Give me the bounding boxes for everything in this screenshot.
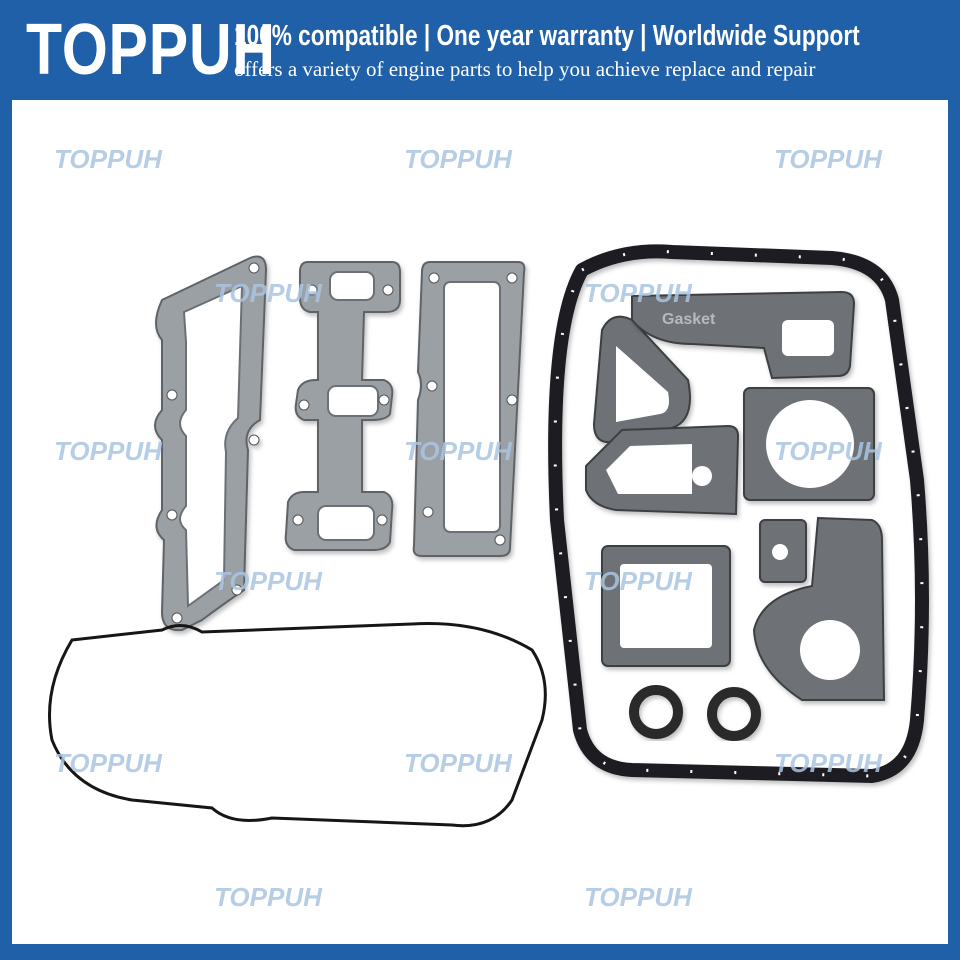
manifold-gasket [284,261,401,551]
fiber-gasket-small-plate [759,519,807,583]
fiber-gasket-square [601,545,731,667]
watermark-text: TOPPUH [404,436,513,466]
fiber-gasket-round-port [743,387,875,501]
brand-logo-text: TOPPUH [26,10,276,90]
watermark-text: TOPPUH [214,566,323,596]
watermark-text: TOPPUH [584,882,693,912]
fiber-gasket-pentagon [585,424,740,516]
watermark-text: TOPPUH [404,144,513,174]
oil-pan-gasket [548,244,929,783]
watermark-text: TOPPUH [584,278,693,308]
watermark-text: TOPPUH [214,278,323,308]
fiber-gasket-triangle [592,315,691,444]
watermark-text: TOPPUH [774,748,883,778]
gasket-label: Gasket [662,311,716,328]
watermark-grid: TOPPUH TOPPUH TOPPUH TOPPUH TOPPUH TOPPU… [54,144,883,912]
fiber-gasket-top: Gasket [631,290,856,380]
watermark-text: TOPPUH [54,748,163,778]
product-photo: Gasket TOPPUH T [48,144,929,912]
watermark-text: TOPPUH [214,882,323,912]
watermark-text: TOPPUH [404,748,513,778]
brand-banner: TOPPUH 100% compatible | One year warran… [12,0,960,100]
fiber-gasket-water-pump [752,516,886,701]
watermark-text: TOPPUH [584,566,693,596]
banner-tagline: 100% compatible | One year warranty | Wo… [234,20,860,52]
watermark-text: TOPPUH [54,436,163,466]
intake-gasket [412,261,526,557]
watermark-text: TOPPUH [774,436,883,466]
rubber-valve-cover-seal [48,622,547,828]
watermark-text: TOPPUH [774,144,883,174]
watermark-text: TOPPUH [54,144,163,174]
fiber-seal-rings [629,685,761,741]
banner-subtitle: offers a variety of engine parts to help… [234,57,816,81]
